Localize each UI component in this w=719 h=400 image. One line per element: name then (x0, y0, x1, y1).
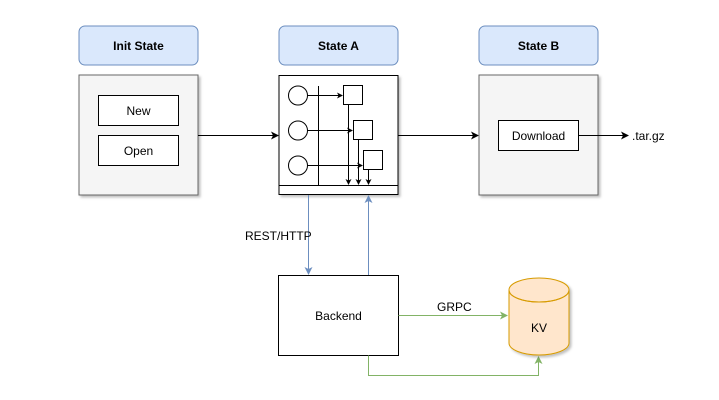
state-b-panel: Download (478, 74, 599, 196)
init-state-panel: New Open (78, 74, 199, 196)
header-state-b: State B (478, 25, 599, 66)
open-label: Open (124, 144, 153, 158)
process-circle-3 (288, 155, 308, 176)
backend-label: Backend (315, 309, 362, 323)
process-square-2 (353, 120, 373, 140)
output-label: .tar.gz (632, 129, 665, 143)
kv-label: KV (531, 321, 547, 335)
process-circle-1 (288, 85, 308, 106)
download-label: Download (512, 129, 565, 143)
backend-box: Backend (278, 275, 399, 356)
process-square-1 (343, 85, 363, 105)
header-state-a: State A (278, 25, 399, 66)
download-box: Download (498, 120, 579, 151)
header-init-state-label: Init State (113, 39, 164, 53)
new-label: New (126, 104, 150, 118)
process-circle-2 (288, 120, 308, 141)
kv-database (508, 277, 570, 356)
arrow-backend-to-kv-bottom (368, 355, 543, 376)
process-square-3 (363, 150, 383, 170)
grpc-label: GRPC (437, 300, 472, 314)
rest-http-label: REST/HTTP (245, 229, 312, 243)
header-state-b-label: State B (518, 39, 560, 53)
header-state-a-label: State A (318, 39, 359, 53)
header-init-state: Init State (78, 25, 199, 66)
state-a-panel (278, 75, 399, 195)
open-box: Open (98, 135, 179, 166)
new-box: New (98, 95, 179, 126)
